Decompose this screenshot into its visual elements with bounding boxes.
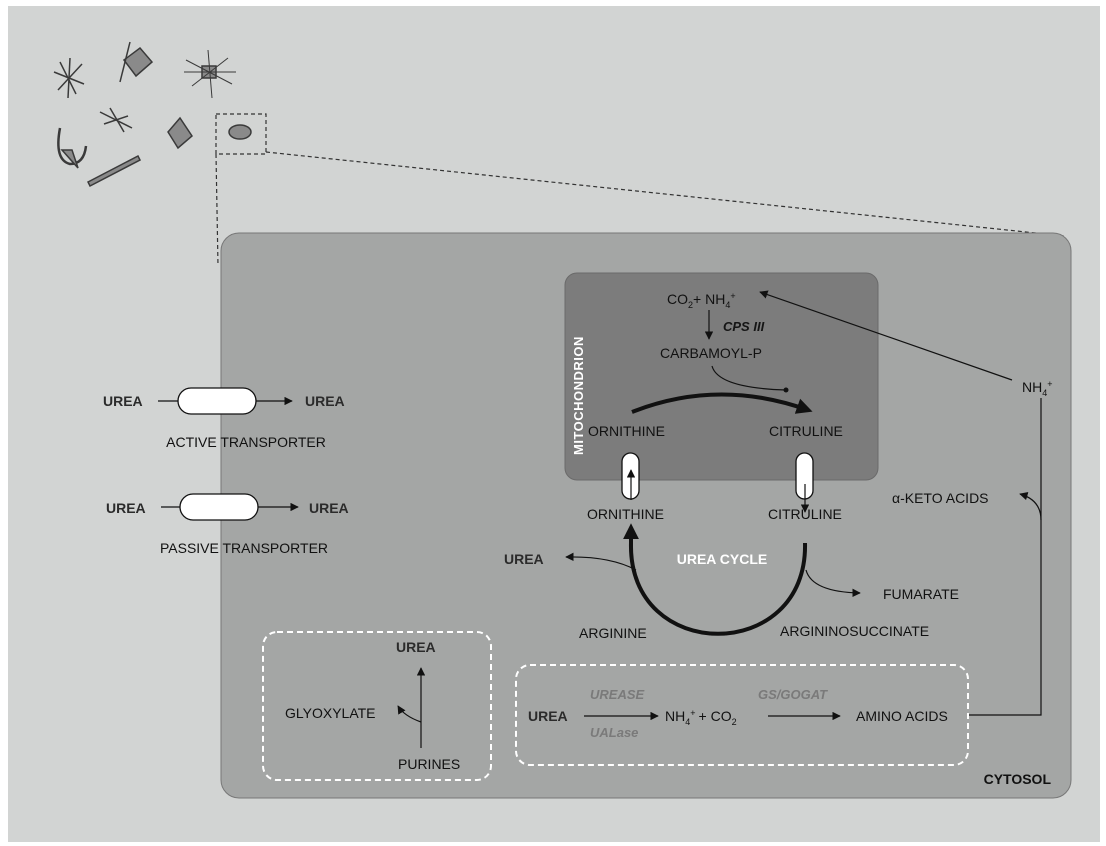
urease-urea-label: UREA	[528, 708, 568, 724]
spiky-diatom-icon	[184, 49, 236, 99]
box-diatom-icon	[119, 41, 154, 83]
purines-label: PURINES	[398, 756, 460, 772]
purine-box: UREA GLYOXYLATE PURINES	[262, 631, 492, 781]
gs-gogat-enzyme: GS/GOGAT	[758, 687, 828, 702]
carbamoyl-p-label: CARBAMOYL-P	[660, 345, 762, 361]
diamond-diatom-icon	[167, 116, 193, 150]
nh4-recycle: NH4+ α-KETO ACIDS	[759, 290, 1053, 716]
passive-transporter-group: UREA UREA PASSIVE TRANSPORTER	[106, 493, 349, 556]
hook-diatom-icon	[57, 127, 88, 169]
co2-nh4-label: CO2+ NH4+	[667, 291, 736, 310]
alpha-keto-acids-label: α-KETO ACIDS	[892, 490, 989, 506]
centric-diatom-icon	[228, 124, 252, 140]
cycle-urea-out: UREA	[504, 551, 544, 567]
argininosuccinate-label: ARGININOSUCCINATE	[780, 623, 929, 639]
active-transporter-group: UREA UREA ACTIVE TRANSPORTER	[103, 387, 345, 450]
passive-transporter	[179, 493, 259, 521]
urea-cycle-title: UREA CYCLE	[677, 551, 768, 567]
active-urea-out: UREA	[305, 393, 345, 409]
passive-transporter-label: PASSIVE TRANSPORTER	[160, 540, 328, 556]
active-transporter-label: ACTIVE TRANSPORTER	[166, 434, 326, 450]
urease-enzyme: UREASE	[590, 687, 645, 702]
active-urea-in: UREA	[103, 393, 143, 409]
glyoxylate-label: GLYOXYLATE	[285, 705, 376, 721]
mitochondrion-label: MITOCHONDRION	[571, 336, 586, 455]
urease-box: UREA UREASE UALase NH4++ CO2 GS/GOGAT AM…	[515, 664, 969, 766]
urea-cycle: ORNITHINE CITRULINE UREA CYCLE UREA FUMA…	[504, 469, 959, 641]
plankton-icons	[53, 41, 252, 188]
passive-urea-out: UREA	[309, 500, 349, 516]
cps-iii-enzyme: CPS III	[723, 319, 765, 334]
star-diatom-icon	[53, 57, 85, 99]
nh4-label: NH4+	[1022, 379, 1053, 398]
mitochondrion-compartment	[564, 272, 879, 481]
active-transporter	[177, 387, 257, 415]
bundle-diatom-icon	[99, 107, 133, 133]
zoom-guide-left	[215, 153, 219, 267]
zoom-box	[215, 113, 267, 155]
rod-diatom-icon	[86, 154, 142, 188]
cyto-ornithine-label: ORNITHINE	[587, 506, 664, 522]
cyto-citruline-label: CITRULINE	[768, 506, 842, 522]
ualase-enzyme: UALase	[590, 725, 638, 740]
mito-pathway: CO2+ NH4+ CPS III CARBAMOYL-P ORNITHINE …	[588, 291, 843, 439]
purine-urea-label: UREA	[396, 639, 436, 655]
zoom-guide-right	[265, 151, 1065, 237]
passive-urea-in: UREA	[106, 500, 146, 516]
mito-citruline-label: CITRULINE	[769, 423, 843, 439]
fumarate-label: FUMARATE	[883, 586, 959, 602]
cytosol-label: CYTOSOL	[984, 771, 1052, 787]
nh4-co2-label: NH4++ CO2	[665, 708, 737, 727]
arginine-label: ARGININE	[579, 625, 647, 641]
amino-acids-label: AMINO ACIDS	[856, 708, 948, 724]
mito-ornithine-label: ORNITHINE	[588, 423, 665, 439]
